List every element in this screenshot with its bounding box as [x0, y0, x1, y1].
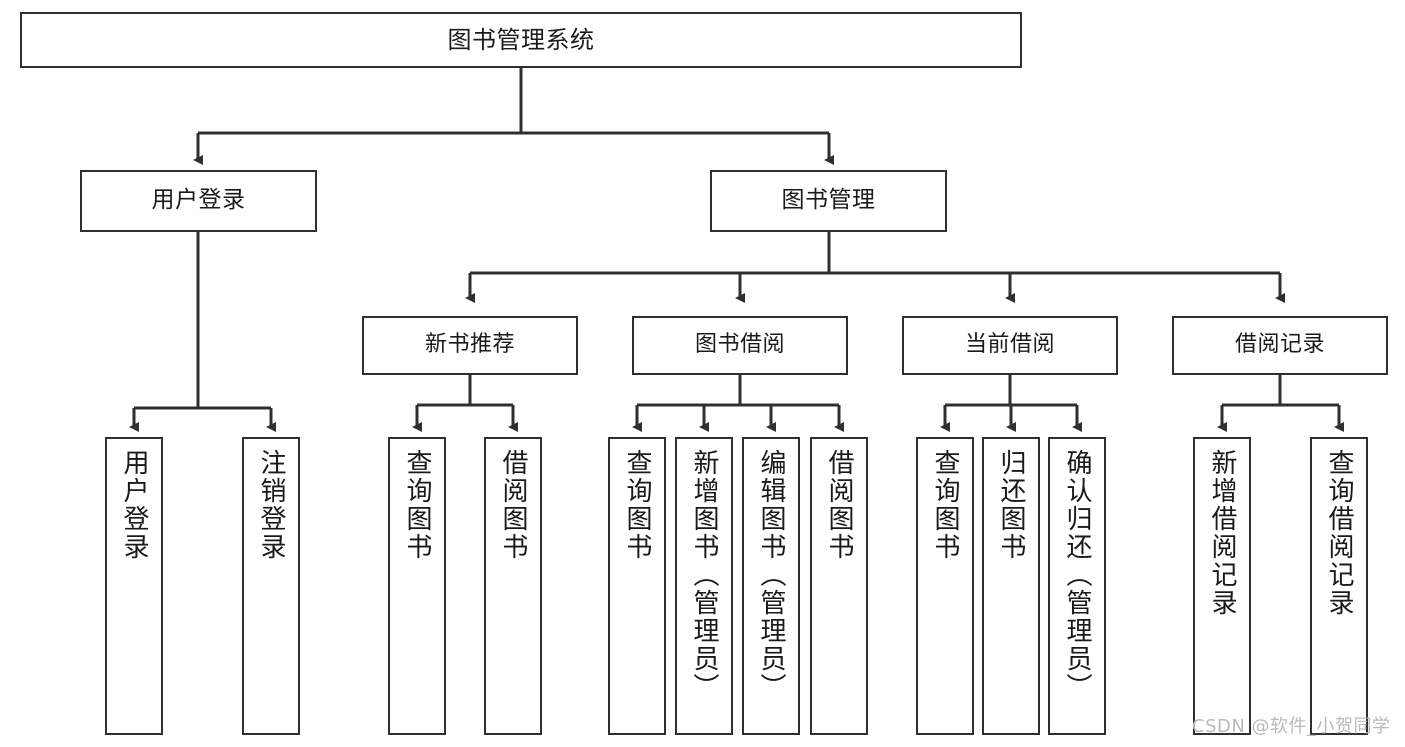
node-borrow-record[interactable]: 借阅记录 — [1172, 316, 1388, 375]
node-label: 借阅记录 — [1234, 332, 1325, 358]
leaf-borrow-record-query-record[interactable]: 查询借阅记录 — [1310, 437, 1368, 735]
leaf-borrow-record-add-record[interactable]: 新增借阅记录 — [1193, 437, 1251, 735]
node-label: 查询图书 — [402, 449, 432, 561]
leaf-current-borrow-query-book[interactable]: 查询图书 — [916, 437, 974, 735]
node-label: 新书推荐 — [424, 332, 515, 358]
leaf-current-borrow-confirm-return-admin[interactable]: 确认归还（管理员） — [1048, 437, 1106, 735]
node-label: 注销登录 — [256, 449, 286, 561]
leaf-book-borrow-borrow-book[interactable]: 借阅图书 — [810, 437, 868, 735]
node-label: 用户登录 — [119, 449, 149, 561]
leaf-book-borrow-edit-book-admin[interactable]: 编辑图书（管理员） — [742, 437, 800, 735]
node-label: 归还图书 — [996, 449, 1026, 561]
node-book-borrow[interactable]: 图书借阅 — [632, 316, 848, 375]
node-label: 图书管理 — [781, 187, 876, 214]
node-label: 确认归还（管理员） — [1062, 449, 1092, 701]
leaf-book-borrow-add-book-admin[interactable]: 新增图书（管理员） — [675, 437, 733, 735]
node-label: 查询图书 — [930, 449, 960, 561]
node-label: 当前借阅 — [964, 332, 1055, 358]
leaf-new-book-borrow-book[interactable]: 借阅图书 — [484, 437, 542, 735]
node-book-management[interactable]: 图书管理 — [710, 170, 947, 232]
leaf-user-login-logout[interactable]: 注销登录 — [242, 437, 300, 735]
node-label: 用户登录 — [151, 187, 246, 214]
node-label: 图书管理系统 — [447, 25, 595, 54]
node-label: 新增图书（管理员） — [689, 449, 719, 701]
leaf-user-login-login[interactable]: 用户登录 — [105, 437, 163, 735]
leaf-current-borrow-return-book[interactable]: 归还图书 — [982, 437, 1040, 735]
leaf-book-borrow-query-book[interactable]: 查询图书 — [608, 437, 666, 735]
node-label: 借阅图书 — [498, 449, 528, 561]
node-user-login[interactable]: 用户登录 — [80, 170, 317, 232]
csdn-watermark: CSDN @软件_小贺同学 — [1192, 716, 1391, 737]
node-label: 查询图书 — [622, 449, 652, 561]
node-label: 借阅图书 — [824, 449, 854, 561]
node-root-system[interactable]: 图书管理系统 — [20, 12, 1022, 68]
node-label: 图书借阅 — [694, 332, 785, 358]
node-label: 新增借阅记录 — [1207, 449, 1237, 617]
node-label: 编辑图书（管理员） — [756, 449, 786, 701]
node-current-borrow[interactable]: 当前借阅 — [902, 316, 1118, 375]
node-new-book-recommend[interactable]: 新书推荐 — [362, 316, 578, 375]
leaf-new-book-query-book[interactable]: 查询图书 — [388, 437, 446, 735]
node-label: 查询借阅记录 — [1324, 449, 1354, 617]
